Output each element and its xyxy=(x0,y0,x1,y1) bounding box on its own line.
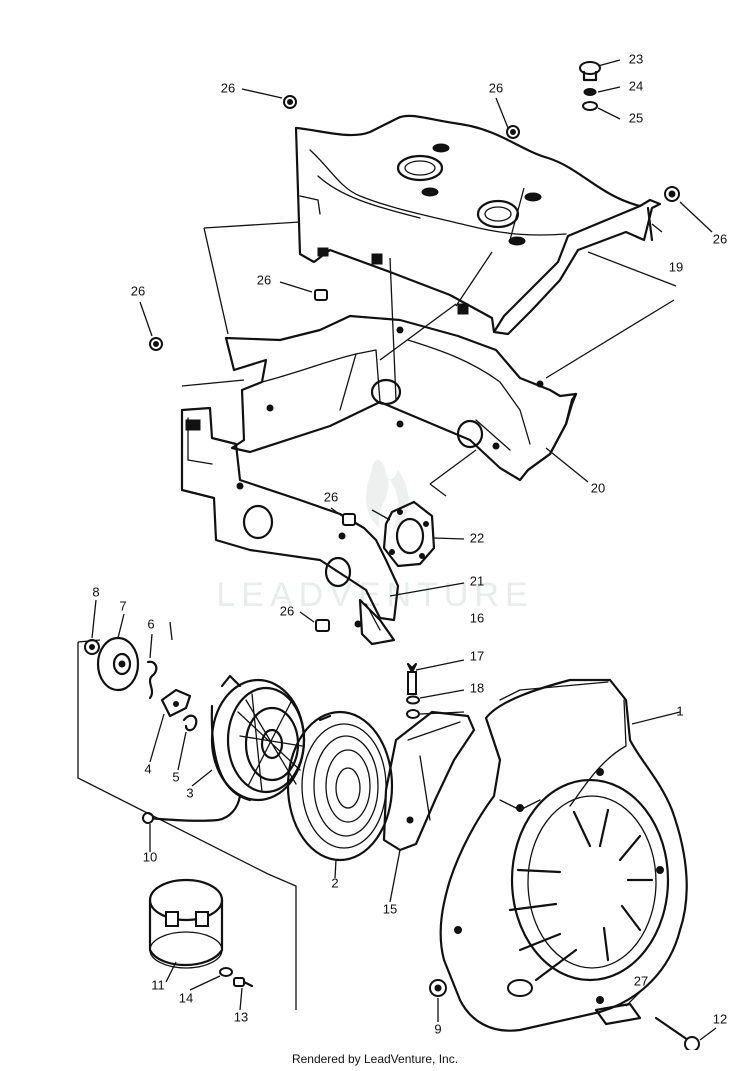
gasket-part-22 xyxy=(382,500,436,568)
callout-23: 23 xyxy=(629,51,643,66)
callout-2: 2 xyxy=(331,875,338,890)
bolt-26d xyxy=(314,289,328,301)
callout-22: 22 xyxy=(470,530,484,545)
spring-clip-part-6 xyxy=(146,660,158,700)
side-panel-part-21 xyxy=(180,406,400,646)
callout-11: 11 xyxy=(151,977,165,992)
bolt-26e xyxy=(149,337,163,351)
starter-cup-part-11 xyxy=(148,878,224,969)
callout-21: 21 xyxy=(470,573,484,588)
callout-12: 12 xyxy=(713,1011,727,1026)
bolt-part-13 xyxy=(233,977,254,988)
callout-3: 3 xyxy=(186,785,193,800)
callout-15: 15 xyxy=(383,901,397,916)
bolt-26c xyxy=(664,186,680,202)
callout-26-mid-left: 26 xyxy=(257,272,271,287)
callout-labels: 26 26 23 24 25 26 19 26 26 20 26 22 21 2… xyxy=(92,51,727,1036)
bolt-washer-stack-16-18 xyxy=(406,662,420,719)
callout-18: 18 xyxy=(470,680,484,695)
callout-25: 25 xyxy=(629,110,643,125)
callout-26-right: 26 xyxy=(713,231,727,246)
callout-leaders xyxy=(91,59,717,1041)
callout-9: 9 xyxy=(434,1021,441,1036)
callout-17: 17 xyxy=(470,648,484,663)
bolt-26a xyxy=(283,95,297,109)
recoil-spring-part-2 xyxy=(286,710,394,862)
lower-housing-part-20 xyxy=(224,314,578,482)
bolt-washer-stack-23-25 xyxy=(579,61,601,111)
callout-10: 10 xyxy=(143,849,157,864)
callout-24: 24 xyxy=(629,78,643,93)
washer-part-14 xyxy=(219,967,233,977)
callout-6: 6 xyxy=(147,616,154,631)
callout-4: 4 xyxy=(144,761,151,776)
assembly-guide-lines xyxy=(181,187,677,521)
fasteners-part-26 xyxy=(149,95,680,632)
assembly-reference-lines xyxy=(77,639,297,1010)
callout-16: 16 xyxy=(470,610,484,625)
bolt-26f xyxy=(342,513,356,526)
callout-26-top-left: 26 xyxy=(221,80,235,95)
spring-part-5 xyxy=(182,714,198,732)
nut-part-8 xyxy=(84,639,100,655)
clip-part-27 xyxy=(594,1002,642,1026)
recoil-reel-part-3 xyxy=(210,674,306,802)
upper-shroud-part-19 xyxy=(294,114,662,336)
bracket-part-15 xyxy=(382,710,476,852)
nut-part-9 xyxy=(429,979,447,997)
pawl-part-4 xyxy=(160,688,192,718)
callout-7: 7 xyxy=(119,598,126,613)
bolt-26b xyxy=(506,125,520,139)
footer-credit: Rendered by LeadVenture, Inc. xyxy=(291,1052,459,1066)
callout-26-lower: 26 xyxy=(280,603,294,618)
callout-13: 13 xyxy=(234,1009,248,1024)
callout-19: 19 xyxy=(669,259,683,274)
callout-26-top-center: 26 xyxy=(489,80,503,95)
callout-27: 27 xyxy=(634,973,648,988)
callout-20: 20 xyxy=(591,480,605,495)
bolt-part-12 xyxy=(654,1016,700,1050)
callout-5: 5 xyxy=(172,769,179,784)
fan-housing-part-1 xyxy=(439,678,688,1032)
callout-8: 8 xyxy=(92,584,99,599)
callout-1: 1 xyxy=(676,703,683,718)
callout-14: 14 xyxy=(179,990,193,1005)
callout-26-left: 26 xyxy=(131,283,145,298)
watermark-text: LEADVENTURE xyxy=(216,576,533,614)
pulley-part-7 xyxy=(96,636,140,692)
callout-26-center: 26 xyxy=(324,489,338,504)
starter-rope-part-10 xyxy=(142,794,242,824)
bolt-26g xyxy=(315,619,330,632)
